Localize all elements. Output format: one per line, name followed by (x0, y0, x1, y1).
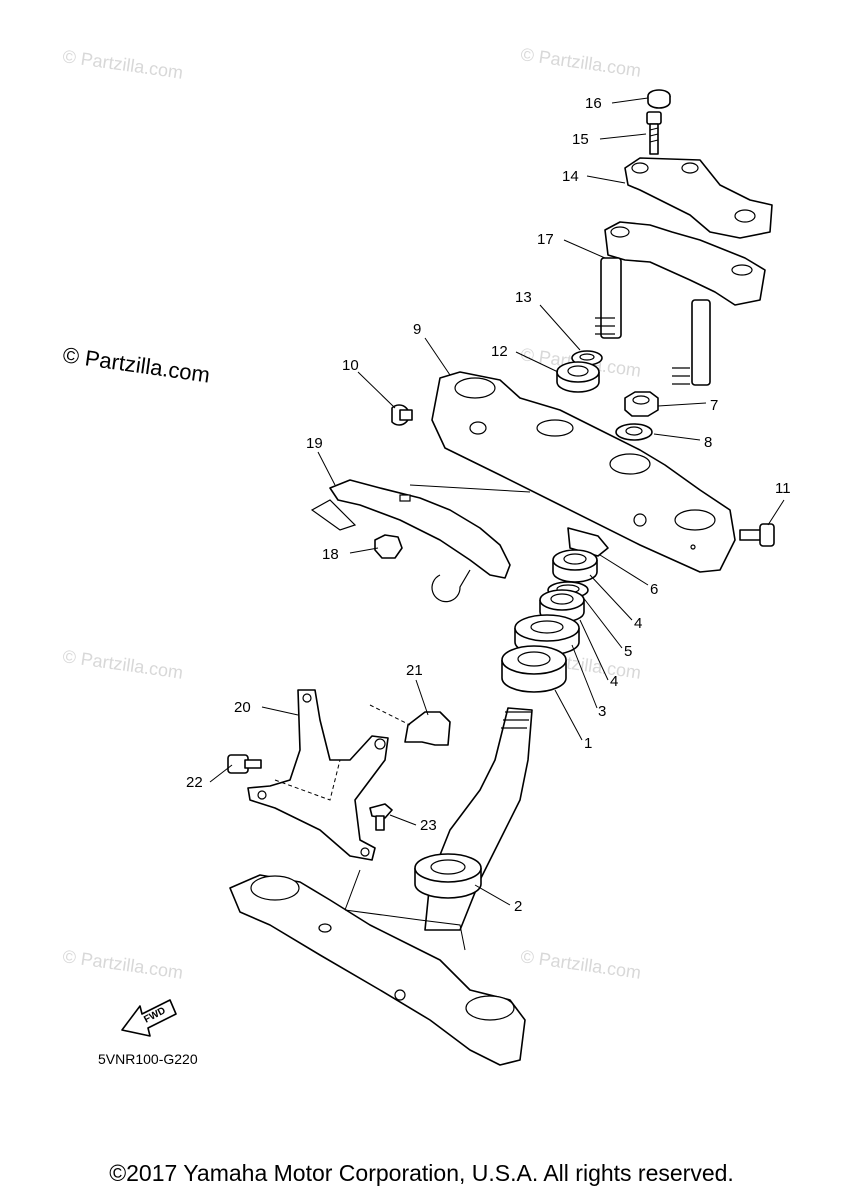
callout-21: 21 (406, 662, 423, 679)
part-7-nut (624, 391, 659, 417)
callout-1: 1 (584, 735, 592, 752)
watermark: © Partzilla.com (61, 46, 184, 83)
callout-14: 14 (562, 168, 579, 185)
callout-11: 11 (775, 480, 791, 497)
part-1-bearing-upper (501, 645, 567, 693)
part-20-bracket (247, 689, 389, 861)
watermark: © Partzilla.com (519, 44, 642, 81)
leader-lines (209, 97, 785, 906)
callout-13: 13 (515, 289, 532, 306)
callout-19: 19 (306, 435, 323, 452)
part-21-clip (404, 711, 451, 746)
callout-10: 10 (342, 357, 359, 374)
part-10-grommet (391, 404, 413, 426)
fwd-arrow: FWD (121, 999, 177, 1037)
part-17-handlebar-holder-lower (595, 221, 766, 386)
watermark: © Partzilla.com (61, 646, 184, 683)
callout-20: 20 (234, 699, 251, 716)
callout-17: 17 (537, 231, 554, 248)
copyright-notice: ©2017 Yamaha Motor Corporation, U.S.A. A… (109, 1160, 734, 1186)
part-6-lock-washer (567, 527, 609, 557)
part-14-handlebar-holder-upper (624, 157, 773, 239)
part-23-bolt (369, 803, 393, 831)
callout-5: 5 (624, 643, 632, 660)
watermark-large: © Partzilla.com (61, 342, 211, 387)
part-16-cap (647, 89, 671, 109)
part-2-bearing-lower (414, 853, 482, 899)
part-19-cable-guide (310, 479, 531, 603)
callout-15: 15 (572, 131, 589, 148)
callout-23: 23 (420, 817, 437, 834)
callout-4a: 4 (634, 615, 642, 632)
diagram-code: 5VNR100-G220 (98, 1051, 198, 1067)
part-12-bushing (556, 361, 600, 393)
lower-bracket (229, 874, 526, 1066)
callout-4b: 4 (610, 673, 618, 690)
watermark: © Partzilla.com (519, 946, 642, 983)
part-4-ring-nut-upper (552, 549, 598, 583)
callout-16: 16 (585, 95, 602, 112)
part-22-bolt (227, 754, 262, 774)
part-9-upper-bracket (431, 371, 736, 573)
assembly-lines (344, 704, 466, 951)
callout-22: 22 (186, 774, 203, 791)
callout-6: 6 (650, 581, 658, 598)
callout-2: 2 (514, 898, 522, 915)
part-15-bolt (646, 111, 662, 155)
callout-18: 18 (322, 546, 339, 563)
part-18-nut (374, 534, 403, 559)
part-11-bolt (739, 523, 775, 547)
callout-9: 9 (413, 321, 421, 338)
part-8-washer (615, 423, 653, 441)
callout-8: 8 (704, 434, 712, 451)
callouts: 16 15 14 17 13 12 9 10 7 8 11 19 18 6 4 … (186, 95, 791, 915)
watermark: © Partzilla.com (61, 946, 184, 983)
callout-3: 3 (598, 703, 606, 720)
callout-12: 12 (491, 343, 508, 360)
callout-7: 7 (710, 397, 718, 414)
